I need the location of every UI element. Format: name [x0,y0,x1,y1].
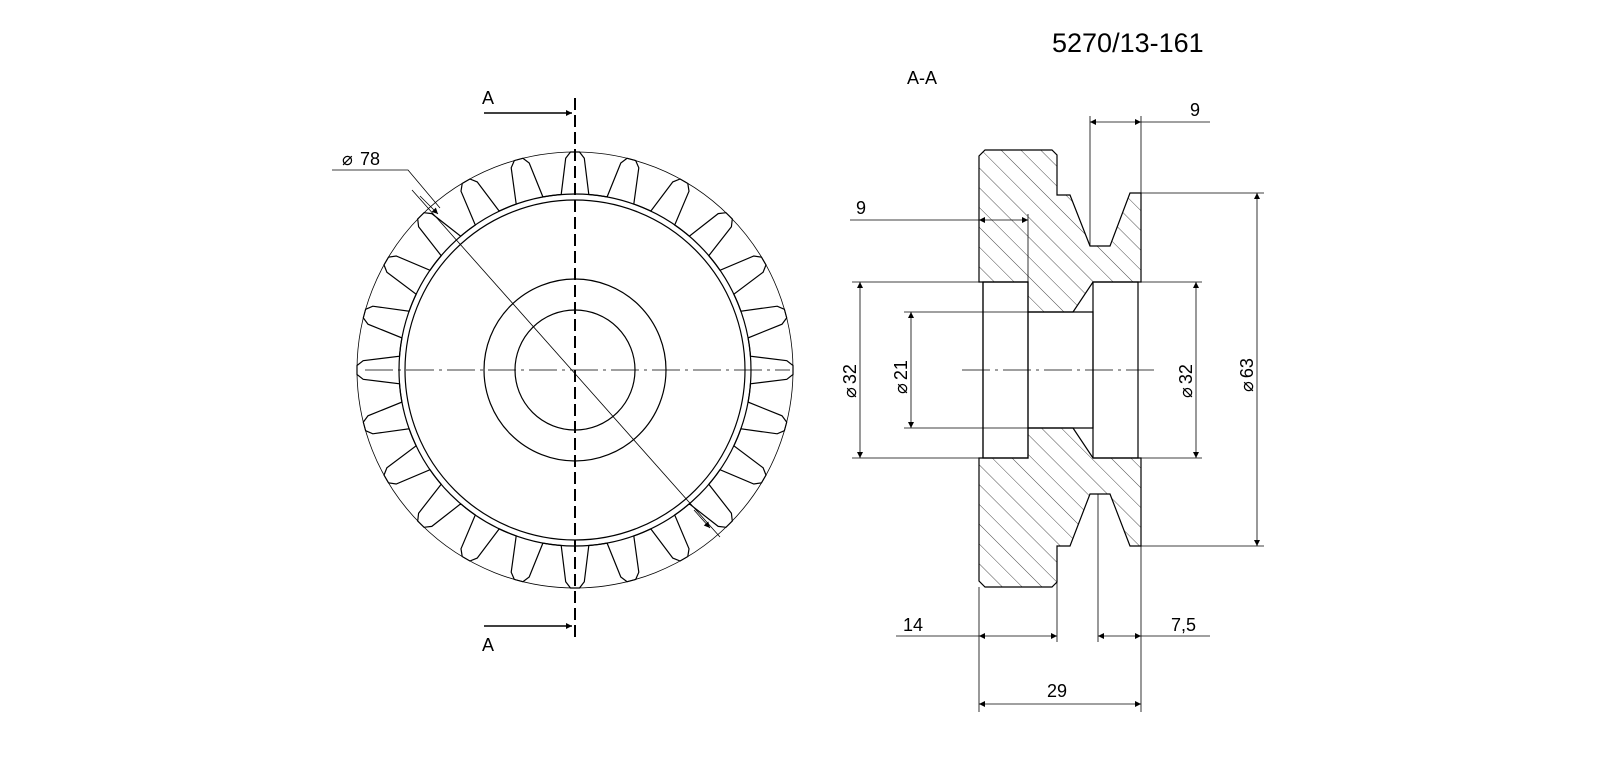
dim-29-label: 29 [1047,681,1067,701]
dim-9-top-label: 9 [1190,100,1200,120]
dim-78-leader [332,169,441,209]
section-mark-bottom: A [482,635,494,655]
section-title: A-A [907,68,937,88]
dim-9-left-label: 9 [856,198,866,218]
gear-front-view: ⌀ 78 A A [332,88,794,655]
dim-78-symbol: ⌀ [342,149,353,169]
dim-21-label: ⌀21 [891,360,911,394]
dim-78-arrow-bottom [693,509,711,529]
drawing-number: 5270/13-161 [1052,28,1204,58]
section-body-top [978,149,1142,313]
dim-32-right-label: ⌀32 [1176,364,1196,398]
dim-78-arrow-top [419,195,439,215]
dim-63-label: ⌀63 [1237,358,1257,392]
dim-78-label: 78 [360,149,380,169]
section-body-bottom [978,427,1142,588]
dim-78-line [411,189,721,538]
dim-32-left-label: ⌀32 [840,364,860,398]
dim-7-5-label: 7,5 [1171,615,1196,635]
dim-14-label: 14 [903,615,923,635]
bore-right [1092,281,1139,459]
section-view-a-a: 5270/13-161 A-A 9 9 ⌀32 ⌀ [840,28,1264,712]
section-mark-top: A [482,88,494,108]
